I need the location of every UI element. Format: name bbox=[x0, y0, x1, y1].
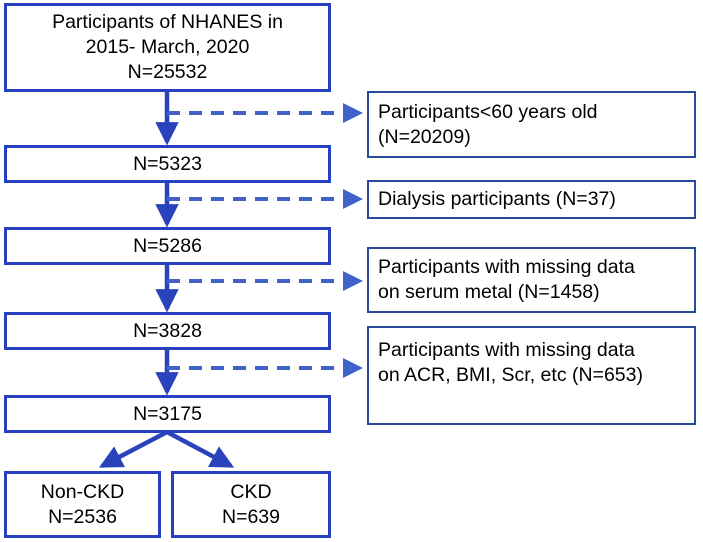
node-ckd-line-1: CKD bbox=[230, 480, 272, 503]
node-source-line-2: 2015- March, 2020 bbox=[85, 36, 250, 58]
connector-final-to-non-ckd bbox=[98, 430, 169, 468]
node-final: N=3175 bbox=[4, 395, 331, 433]
node-excl-dialysis: Dialysis participants (N=37) bbox=[367, 180, 696, 219]
node-ckd-line-2: N=639 bbox=[221, 505, 280, 528]
node-after-dialysis-label: N=5286 bbox=[133, 234, 202, 257]
node-excl-serum-metal-line-2: on serum metal (N=1458) bbox=[378, 281, 600, 303]
node-after-serum-metal: N=3828 bbox=[4, 312, 331, 350]
node-after-age-label: N=5323 bbox=[133, 152, 202, 175]
node-excl-age: Participants<60 years old (N=20209) bbox=[367, 91, 696, 158]
node-excl-covariates: Participants with missing data on ACR, B… bbox=[367, 326, 696, 425]
node-excl-covariates-line-2: on ACR, BMI, Scr, etc (N=653) bbox=[378, 364, 643, 386]
node-after-dialysis: N=5286 bbox=[4, 227, 331, 265]
node-excl-serum-metal-line-1: Participants with missing data bbox=[378, 256, 635, 278]
node-non-ckd-line-2: N=2536 bbox=[48, 505, 117, 528]
node-excl-dialysis-label: Dialysis participants (N=37) bbox=[378, 188, 616, 210]
node-excl-serum-metal: Participants with missing data on serum … bbox=[367, 247, 696, 313]
node-after-serum-metal-label: N=3828 bbox=[133, 319, 202, 342]
connector-final-to-ckd bbox=[165, 430, 235, 468]
node-excl-covariates-line-1: Participants with missing data bbox=[378, 339, 635, 361]
node-excl-age-line-2: (N=20209) bbox=[378, 125, 471, 148]
node-final-label: N=3175 bbox=[133, 402, 202, 425]
node-non-ckd: Non-CKD N=2536 bbox=[4, 471, 161, 538]
node-source: Participants of NHANES in 2015- March, 2… bbox=[4, 3, 331, 92]
node-after-age: N=5323 bbox=[4, 145, 331, 183]
node-excl-age-line-1: Participants<60 years old bbox=[378, 100, 598, 123]
node-source-line-1: Participants of NHANES in bbox=[52, 11, 283, 33]
node-ckd: CKD N=639 bbox=[171, 471, 331, 538]
node-non-ckd-line-1: Non-CKD bbox=[40, 480, 125, 503]
node-source-line-3: N=25532 bbox=[127, 61, 208, 83]
